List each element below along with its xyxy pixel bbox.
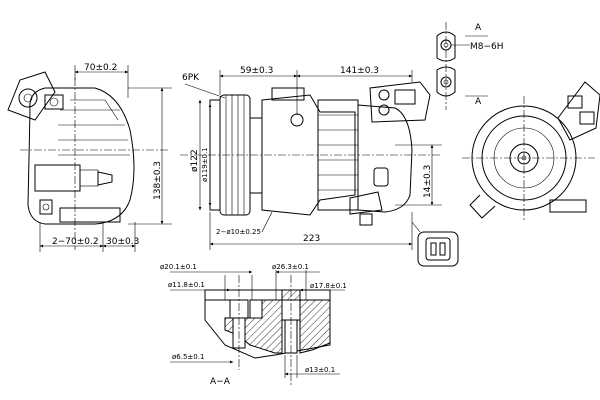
dim-223: 223 — [303, 234, 320, 244]
dim-14: 14±0.3 — [423, 165, 433, 198]
label-a-top: A — [475, 23, 482, 33]
dim-11-8: ø11.8±0.1 — [168, 281, 205, 289]
section-a-a: ø20.1±0.1 ø11.8±0.1 ø26.3±0.1 ø17.8±0.1 … — [160, 263, 347, 387]
right-rear-view — [462, 81, 600, 222]
dim-20-1: ø20.1±0.1 — [160, 263, 197, 271]
center-front-view: 59±0.3 141±0.3 6PK ø122 ø119±0.1 14±0.3 … — [180, 66, 442, 250]
dim-122: ø122 — [190, 149, 200, 172]
dim-m8: M8−6H — [470, 42, 504, 52]
dim-13: ø13±0.1 — [305, 366, 335, 374]
dim-59: 59±0.3 — [240, 66, 273, 76]
dim-2-10: 2−ø10±0.25 — [216, 228, 261, 236]
dim-30: 30±0.3 — [106, 237, 139, 247]
dim-26-3: ø26.3±0.1 — [272, 263, 309, 271]
dim-141: 141±0.3 — [340, 66, 379, 76]
dim-17-8: ø17.8±0.1 — [310, 282, 347, 290]
dim-70: 70±0.2 — [84, 63, 117, 73]
detail-a-view: A A M8−6H — [436, 22, 504, 110]
dim-119: ø119±0.1 — [201, 147, 209, 182]
dim-138: 138±0.3 — [153, 161, 163, 200]
label-6pk: 6PK — [182, 73, 200, 83]
left-side-view: 70±0.2 138±0.3 2−70±0.2 30±0.3 — [7, 63, 172, 252]
connector-detail — [411, 221, 459, 267]
label-a-bottom: A — [475, 97, 482, 107]
dim-2-70: 2−70±0.2 — [52, 237, 99, 247]
dim-6-5: ø6.5±0.1 — [172, 353, 204, 361]
section-label-aa: A−A — [210, 377, 231, 387]
